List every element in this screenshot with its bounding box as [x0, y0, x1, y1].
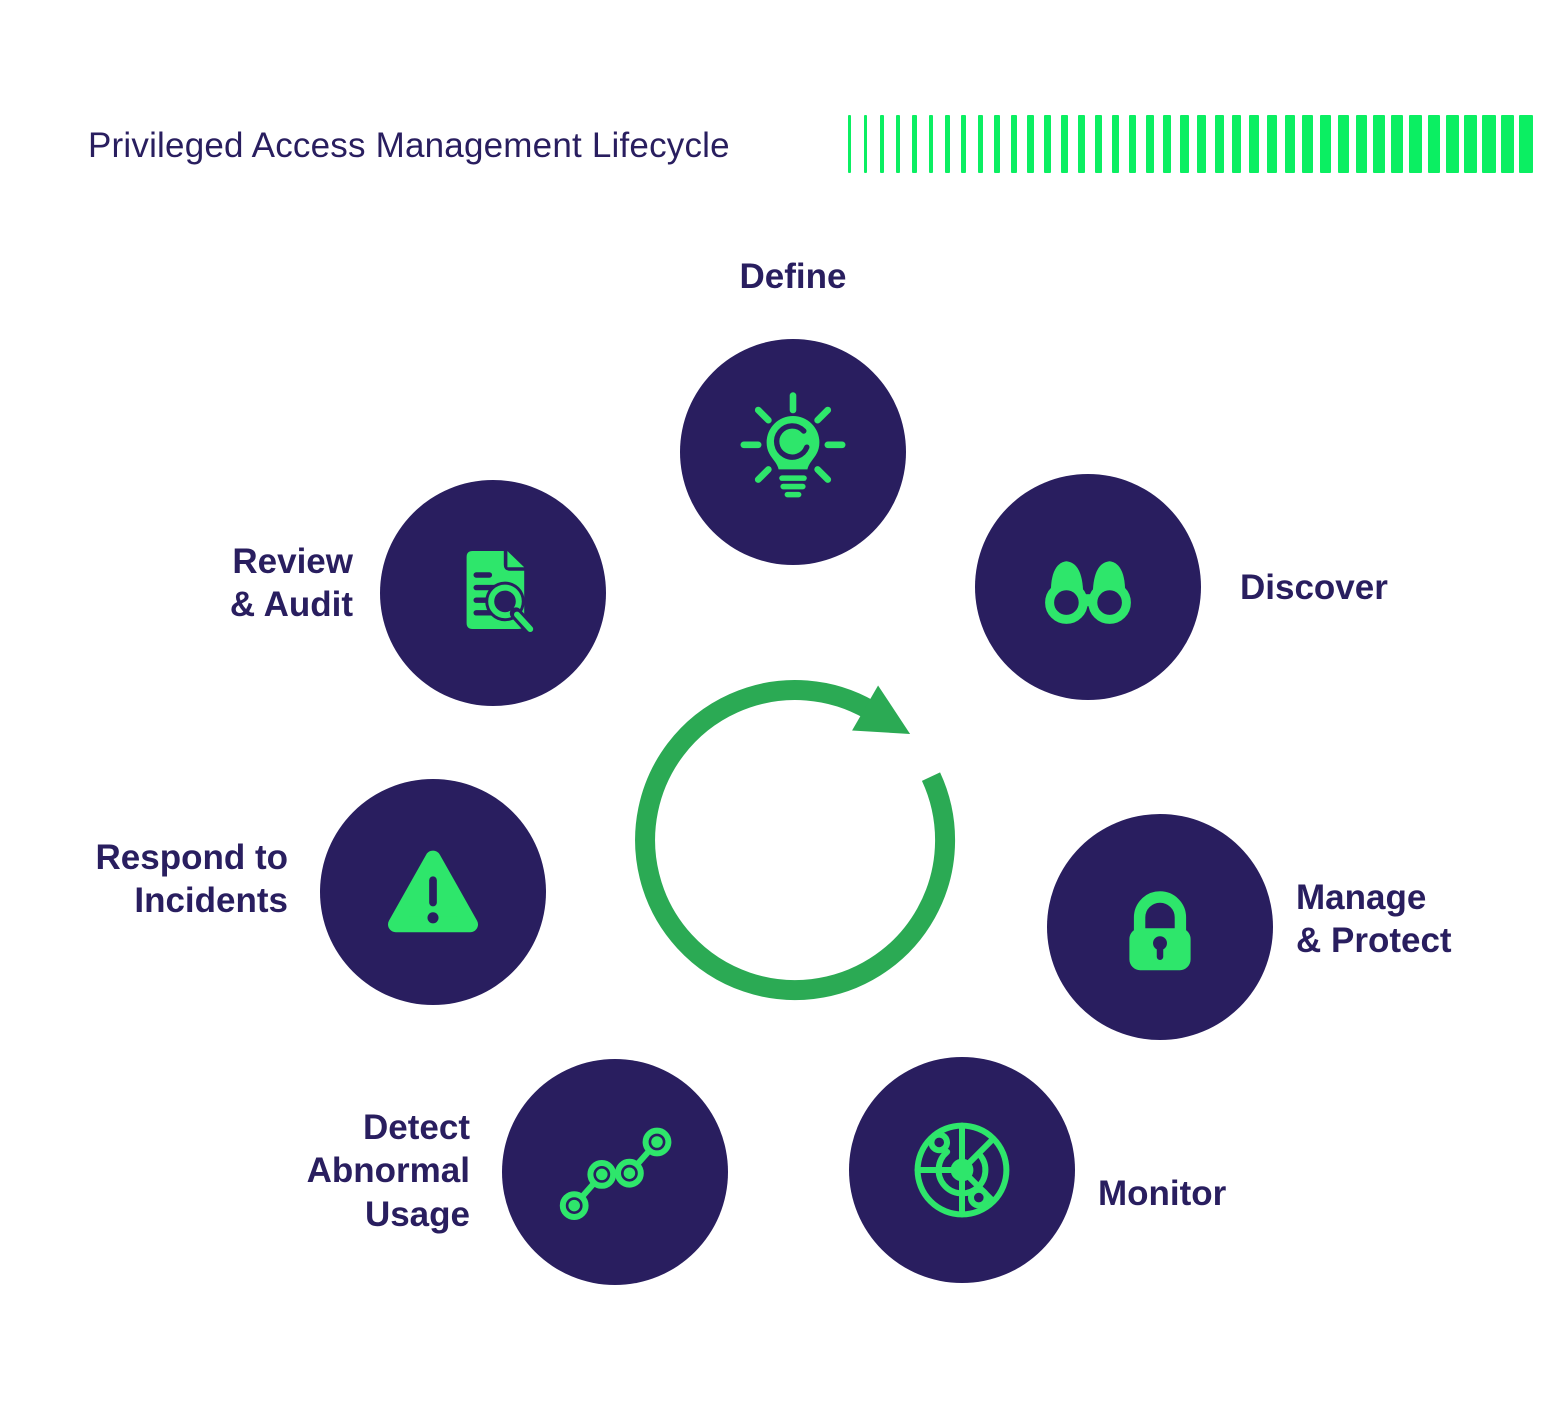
trend-line-icon [559, 1127, 672, 1220]
stage-monitor [849, 1057, 1075, 1283]
bar-tick [1179, 115, 1189, 173]
bar-tick [880, 115, 884, 173]
document-search-icon [466, 551, 535, 634]
label-detect-abnormal-usage: Detect Abnormal Usage [306, 1108, 470, 1234]
bar-tick [1302, 115, 1313, 173]
lightbulb-icon [740, 392, 846, 498]
cycle-arrow-icon [635, 680, 956, 1001]
bar-tick [1518, 115, 1533, 173]
bar-tick [1162, 115, 1172, 173]
bar-tick [1111, 115, 1119, 173]
stage-define [680, 339, 906, 565]
bars-decoration [848, 115, 1565, 173]
label-define: Define [739, 257, 847, 296]
bar-tick [1044, 115, 1051, 173]
page-title: Privileged Access Management Lifecycle [88, 126, 730, 165]
label-discover: Discover [1240, 568, 1388, 607]
bar-tick [1445, 115, 1459, 173]
bar-tick [1463, 115, 1478, 173]
bar-tick [977, 115, 983, 173]
label-manage-protect: Manage & Protect [1296, 878, 1452, 961]
bar-tick [864, 115, 868, 173]
bar-tick [896, 115, 901, 173]
bar-tick [1094, 115, 1102, 173]
bar-tick [1482, 115, 1496, 173]
binoculars-icon [1045, 561, 1131, 624]
bar-tick [961, 115, 967, 173]
stage-respond-incidents [320, 779, 546, 1005]
stage-review-audit [380, 480, 606, 706]
bar-tick [1337, 115, 1349, 173]
warning-triangle-icon [388, 850, 478, 933]
bar-tick [1231, 115, 1242, 173]
padlock-icon [1129, 891, 1191, 971]
bar-tick [1128, 115, 1137, 173]
label-review-audit: Review & Audit [229, 542, 353, 625]
stage-manage-protect [1047, 814, 1273, 1040]
bar-tick [1391, 115, 1404, 173]
bar-tick [1355, 115, 1367, 173]
radar-icon [914, 1122, 1010, 1218]
stage-discover [975, 474, 1201, 700]
bar-tick [928, 115, 934, 173]
bar-tick [1145, 115, 1154, 173]
bar-tick [994, 115, 1000, 173]
bar-tick [1060, 115, 1068, 173]
bar-tick [1284, 115, 1295, 173]
label-respond-incidents: Respond to Incidents [95, 838, 288, 921]
bar-tick [848, 115, 851, 173]
bar-tick [944, 115, 950, 173]
bar-tick [1010, 115, 1017, 173]
bar-tick [1373, 115, 1386, 173]
bar-tick [1427, 115, 1441, 173]
bar-tick [1409, 115, 1422, 173]
bar-tick [1500, 115, 1515, 173]
label-monitor: Monitor [1098, 1174, 1227, 1213]
bar-tick [1266, 115, 1277, 173]
bar-tick [1027, 115, 1034, 173]
stage-detect-abnormal-usage [502, 1059, 728, 1285]
bar-tick [1249, 115, 1260, 173]
bar-tick [1077, 115, 1085, 173]
bar-tick [1319, 115, 1331, 173]
bar-tick [912, 115, 917, 173]
bar-tick [1197, 115, 1207, 173]
bar-tick [1214, 115, 1224, 173]
